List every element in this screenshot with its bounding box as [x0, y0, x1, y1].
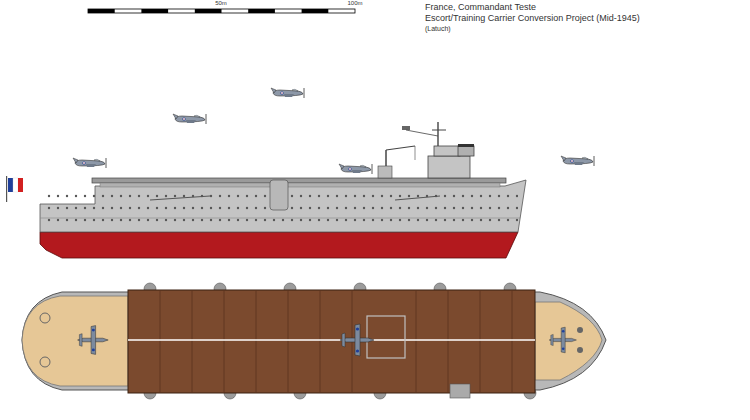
side-view	[6, 88, 594, 258]
scale-label: 50m	[215, 0, 227, 6]
top-view	[22, 283, 606, 399]
title: France, Commandant Teste	[425, 2, 536, 12]
author-note: (Latuch)	[425, 25, 451, 32]
scale-label: 100m	[347, 0, 362, 6]
subtitle: Escort/Training Carrier Conversion Proje…	[425, 13, 640, 23]
scale-bar	[88, 9, 355, 13]
